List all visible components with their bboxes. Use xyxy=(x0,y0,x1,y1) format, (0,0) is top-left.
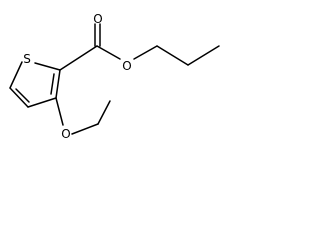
bond-ether-oxygen-ch2 xyxy=(71,123,99,135)
bond-c5-c4 xyxy=(9,87,29,108)
bond-carbonyl-carbon-ester-oxygen xyxy=(96,45,121,60)
bond-c3-c2 xyxy=(55,69,61,99)
bond-s-c2 xyxy=(34,62,61,71)
atom-label-carbonyl-oxygen: O xyxy=(93,12,102,26)
bond-c5-c4-inner xyxy=(15,88,30,103)
bond-c4-c3 xyxy=(27,97,57,108)
bond-ethoxy-ch2-ch3 xyxy=(97,100,111,125)
thiophene-ring xyxy=(9,61,61,108)
atom-label-ester-oxygen: O xyxy=(122,59,131,73)
bond-ch2-ch2 xyxy=(156,45,189,66)
bond-c2-carbonyl-carbon xyxy=(59,45,98,71)
bond-c3-c2-inner xyxy=(50,73,55,95)
chemical-structure-canvas: S O O O xyxy=(0,0,244,154)
bond-ch2-ch3 xyxy=(187,45,220,66)
bond-s-c5 xyxy=(9,61,23,89)
atom-label-sulfur: S xyxy=(23,52,31,66)
ester-group xyxy=(59,23,220,71)
bond-c3-ether-oxygen xyxy=(55,97,64,126)
ethoxy-group xyxy=(55,97,111,135)
bond-ester-oxygen-ch2 xyxy=(133,45,158,60)
atom-label-ether-oxygen: O xyxy=(61,127,70,141)
molecule-structure: S O O O xyxy=(9,12,220,141)
